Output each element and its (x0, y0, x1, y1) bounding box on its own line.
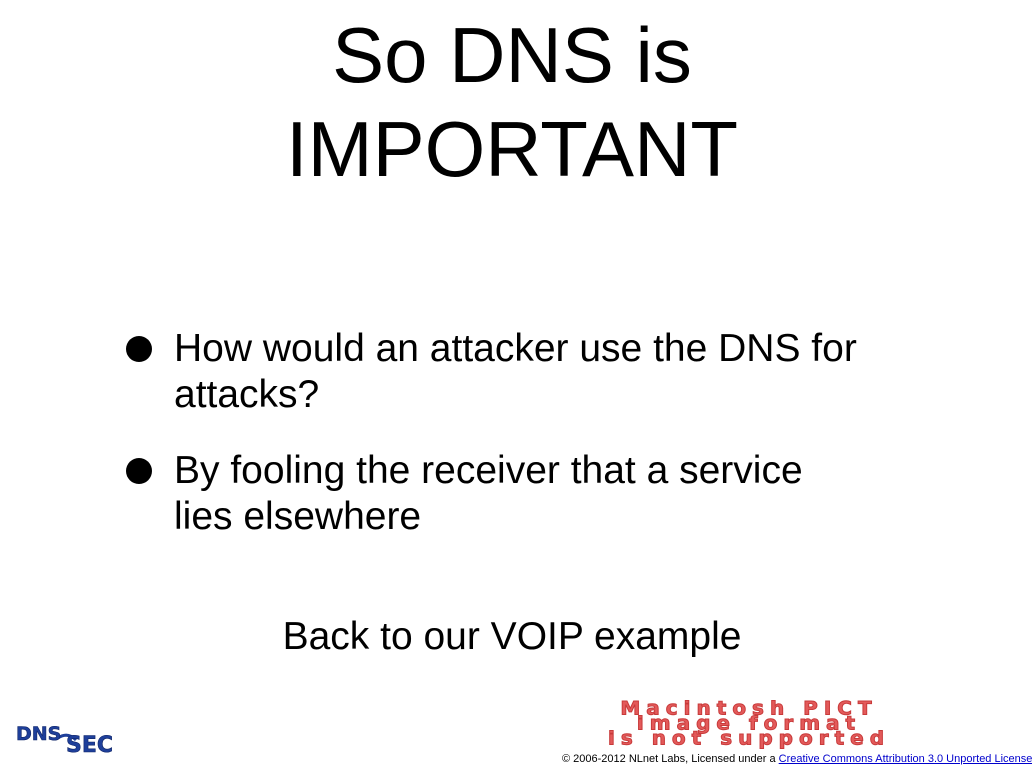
bullet-1-line-2: attacks? (174, 373, 320, 416)
license-link[interactable]: Creative Commons Attribution 3.0 Unporte… (778, 753, 1032, 765)
pict-line-2: image format (636, 711, 862, 735)
bullet-dot-icon (126, 458, 152, 484)
bullet-item-2: By fooling the receiver that a service l… (126, 448, 946, 540)
footer-copyright-text: © 2006-2012 NLnet Labs, Licensed under a (562, 753, 779, 765)
bullet-dot-icon (126, 336, 152, 362)
pict-line-3: is not supported (607, 726, 891, 750)
license-footer: © 2006-2012 NLnet Labs, Licensed under a… (562, 752, 1032, 766)
bullet-2-line-1: By fooling the receiver that a service (174, 449, 803, 492)
slide-title: So DNS is IMPORTANT (0, 8, 1024, 196)
pict-line-1: Macintosh PICT (620, 696, 878, 720)
title-line-1: So DNS is (332, 11, 692, 99)
unsupported-image-placeholder: Macintosh PICT image format is not suppo… (496, 696, 1002, 750)
logo-dns-text: DNS (16, 723, 61, 745)
dnssec-logo: DNS SEC (16, 723, 114, 759)
logo-sec-text: SEC (66, 733, 113, 758)
bullet-list: How would an attacker use the DNS for at… (126, 326, 946, 570)
slide-subtext: Back to our VOIP example (282, 615, 742, 658)
bullet-2-line-2: lies elsewhere (174, 495, 422, 538)
bullet-item-1: How would an attacker use the DNS for at… (126, 326, 946, 418)
bullet-1-line-1: How would an attacker use the DNS for (174, 327, 857, 370)
title-line-2: IMPORTANT (285, 105, 739, 193)
